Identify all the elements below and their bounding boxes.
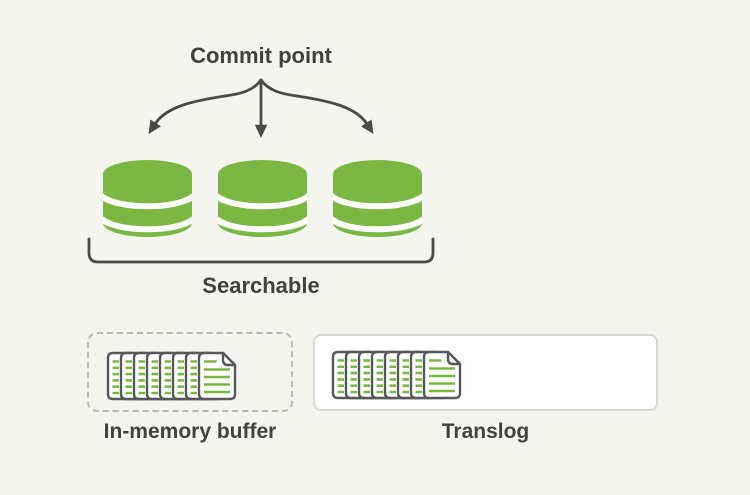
searchable-bracket	[87, 237, 435, 264]
database-cylinder-icon	[99, 160, 196, 237]
arrow-left	[148, 78, 263, 134]
searchable-label: Searchable	[202, 273, 320, 298]
segments-group	[103, 160, 422, 238]
arrow-right	[259, 78, 374, 134]
document-stack-icon	[331, 350, 462, 400]
database-cylinder-icon	[329, 160, 426, 237]
document-stack-icon	[106, 351, 237, 401]
in-memory-buffer-box	[87, 332, 293, 412]
fan-out-arrows	[148, 78, 374, 138]
translog-label: Translog	[441, 420, 530, 443]
commit-point-label: Commit point	[190, 43, 332, 68]
database-cylinder-icon	[214, 160, 311, 237]
in-memory-buffer-label: In-memory buffer	[103, 420, 277, 443]
